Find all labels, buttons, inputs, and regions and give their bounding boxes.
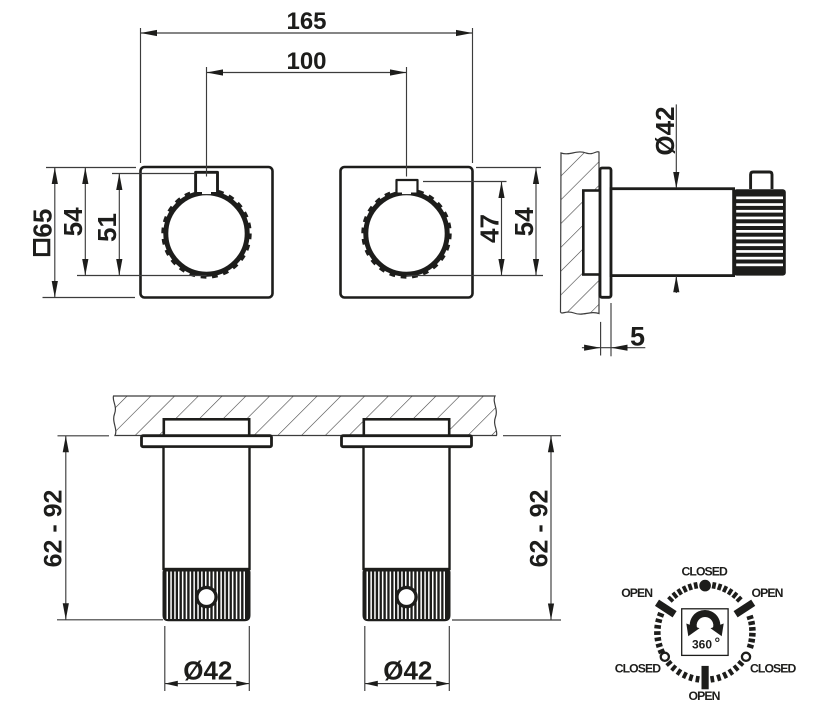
svg-text:65: 65 — [27, 209, 57, 238]
svg-text:Ø42: Ø42 — [183, 656, 232, 686]
svg-text:Ø42: Ø42 — [383, 656, 432, 686]
svg-text:CLOSED: CLOSED — [615, 661, 661, 675]
svg-text:62 - 92: 62 - 92 — [39, 490, 67, 568]
svg-text:OPEN: OPEN — [689, 689, 720, 703]
svg-text:360: 360 — [692, 638, 712, 652]
svg-text:54: 54 — [58, 207, 88, 236]
svg-text:OPEN: OPEN — [752, 586, 783, 600]
svg-text:CLOSED: CLOSED — [682, 565, 728, 579]
svg-text:CLOSED: CLOSED — [750, 661, 796, 675]
svg-text:°: ° — [714, 634, 720, 650]
svg-text:62 - 92: 62 - 92 — [526, 490, 554, 568]
svg-text:100: 100 — [286, 48, 326, 75]
svg-text:Ø42: Ø42 — [650, 106, 680, 155]
svg-text:51: 51 — [92, 213, 122, 242]
svg-text:5: 5 — [630, 322, 645, 352]
svg-text:165: 165 — [286, 8, 326, 35]
svg-text:54: 54 — [509, 207, 539, 236]
svg-text:47: 47 — [474, 214, 504, 243]
svg-text:OPEN: OPEN — [621, 586, 652, 600]
